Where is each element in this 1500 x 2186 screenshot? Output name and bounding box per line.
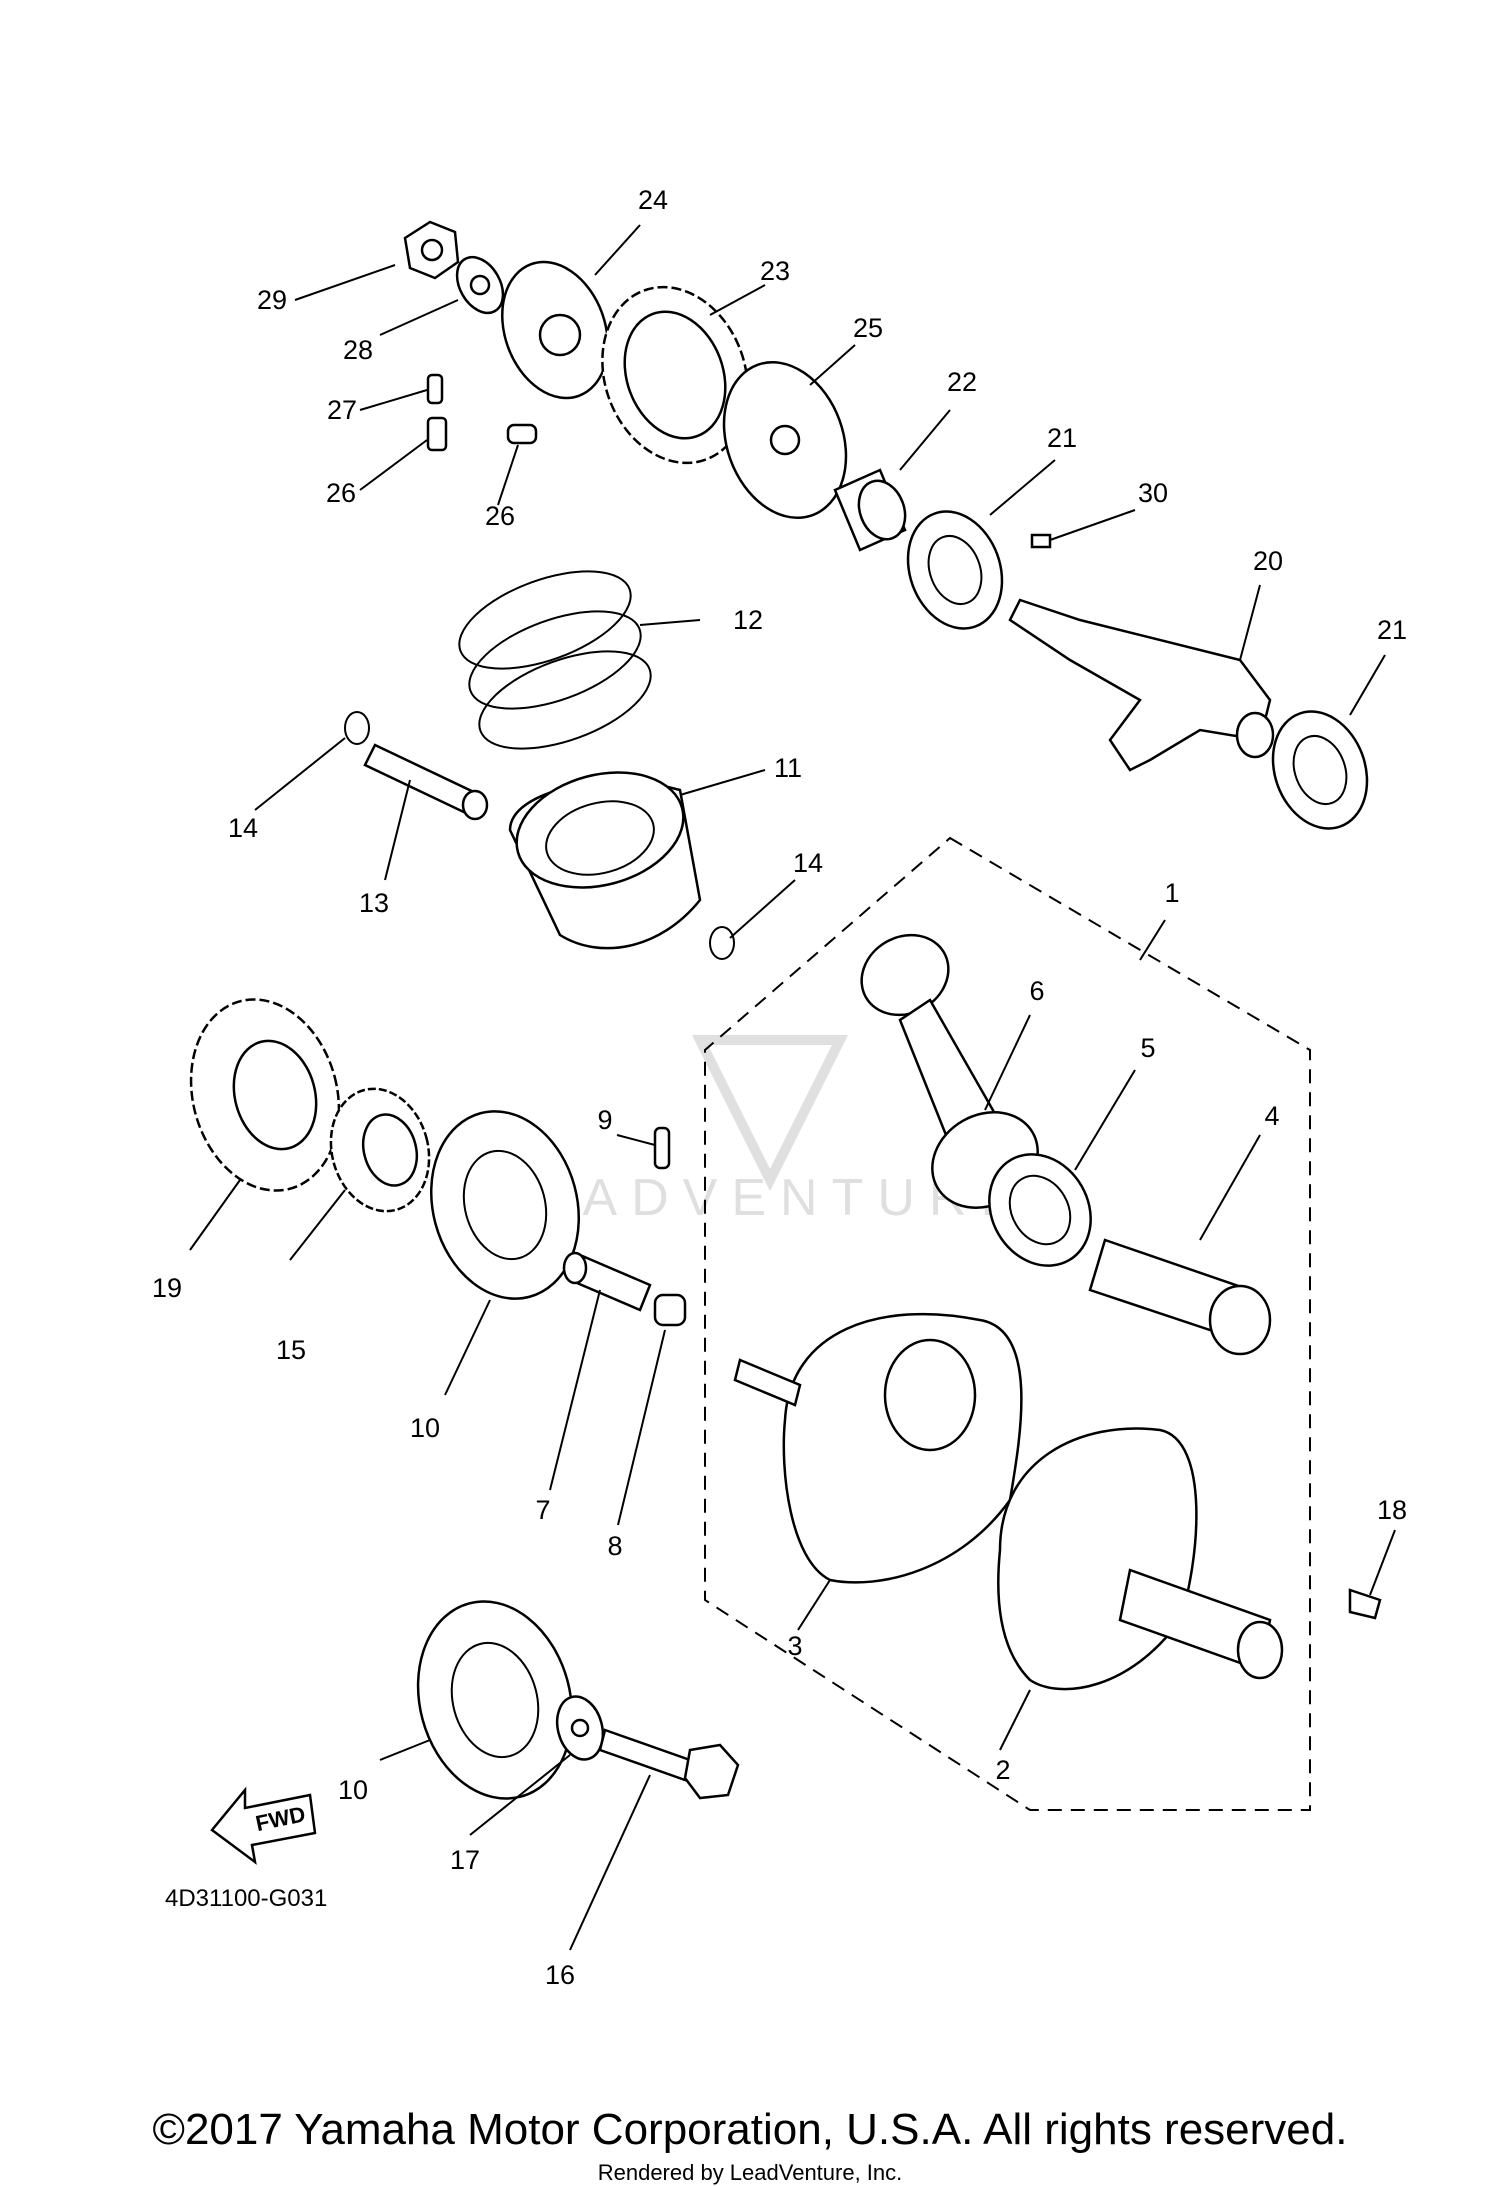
- callout-2: 2: [995, 1755, 1010, 1785]
- callout-8: 8: [607, 1531, 622, 1561]
- woodruff-key-18: [1348, 1588, 1382, 1620]
- callout-19: 19: [152, 1273, 182, 1303]
- lock-washer-28: [455, 255, 505, 315]
- callout-15: 15: [276, 1335, 306, 1365]
- gear-15: [329, 1087, 431, 1213]
- plate-25: [722, 361, 848, 519]
- callout-22: 22: [947, 367, 977, 397]
- diagram-code: 4D31100-G031: [165, 1885, 328, 1912]
- copyright-notice: ©2017 Yamaha Motor Corporation, U.S.A. A…: [152, 2105, 1348, 2154]
- callout-30: 30: [1138, 478, 1168, 508]
- crankshaft-assembly-boundary: [704, 836, 1311, 1811]
- callout-26-right: 26: [485, 501, 515, 531]
- balancer-shaft-20: [1008, 598, 1275, 772]
- collar-22: [833, 468, 907, 552]
- callout-6: 6: [1029, 976, 1044, 1006]
- callout-21-lower: 21: [1377, 615, 1407, 645]
- bearing-21-upper: [906, 510, 1004, 630]
- plunger-7: [562, 1251, 652, 1312]
- bearing-10-lower: [416, 1600, 574, 1800]
- bearing-21-lower: [1271, 710, 1369, 830]
- callout-4: 4: [1264, 1101, 1279, 1131]
- callout-27: 27: [327, 395, 357, 425]
- callout-5: 5: [1140, 1033, 1155, 1063]
- gear-19: [189, 998, 341, 1192]
- callout-21-upper: 21: [1047, 423, 1077, 453]
- leader-lines: [189, 224, 1396, 1951]
- connecting-rod-6: [860, 933, 1039, 1209]
- callout-9: 9: [597, 1105, 612, 1135]
- spring-26-right: [506, 423, 538, 445]
- callout-11: 11: [774, 753, 802, 783]
- callout-3: 3: [787, 1631, 802, 1661]
- callout-26-left: 26: [326, 478, 356, 508]
- drive-gear-23: [601, 285, 749, 465]
- nut-29: [403, 220, 460, 280]
- piston-rings-12: [458, 570, 652, 750]
- piston-11: [508, 771, 702, 950]
- callout-1: 1: [1164, 878, 1179, 908]
- fwd-arrow-icon: FWD: [210, 1786, 317, 1865]
- callout-25: 25: [853, 313, 883, 343]
- pin-9: [653, 1126, 671, 1170]
- callout-24: 24: [638, 185, 668, 215]
- callout-7: 7: [535, 1495, 550, 1525]
- woodruff-key-30: [1030, 533, 1052, 549]
- callout-23: 23: [760, 256, 790, 286]
- crank-half-2: [997, 1427, 1284, 1691]
- piston-pin-13: [363, 743, 489, 821]
- callout-28: 28: [343, 335, 373, 365]
- spring-26-left: [426, 416, 448, 452]
- bolt-16: [598, 1728, 740, 1800]
- bearing-10-upper: [429, 1110, 581, 1300]
- needle-bearing-5: [988, 1153, 1092, 1267]
- callout-12: 12: [733, 605, 763, 635]
- callout-labels: 1 2 3 4 5 6 7 8 9 10 10 11 12 13 14 14 1…: [152, 185, 1407, 1990]
- clip-14-right: [709, 926, 735, 960]
- buffer-boss-24: [501, 260, 609, 400]
- rendered-by-notice: Rendered by LeadVenture, Inc.: [597, 2160, 903, 2185]
- pin-27: [426, 373, 444, 405]
- callout-20: 20: [1253, 546, 1283, 576]
- washer-17: [555, 1695, 605, 1761]
- spring-8: [653, 1293, 687, 1327]
- callout-13: 13: [359, 888, 389, 918]
- callout-14-right: 14: [793, 848, 823, 878]
- callout-17: 17: [450, 1845, 480, 1875]
- clip-14-left: [344, 711, 370, 745]
- callout-16: 16: [545, 1960, 575, 1990]
- crank-pin-4: [1088, 1238, 1272, 1356]
- callout-10-upper: 10: [410, 1413, 440, 1443]
- callout-14-left: 14: [228, 813, 258, 843]
- callout-29: 29: [257, 285, 287, 315]
- callout-10-lower: 10: [338, 1775, 368, 1805]
- crank-half-3: [733, 1312, 1023, 1584]
- callout-18: 18: [1377, 1495, 1407, 1525]
